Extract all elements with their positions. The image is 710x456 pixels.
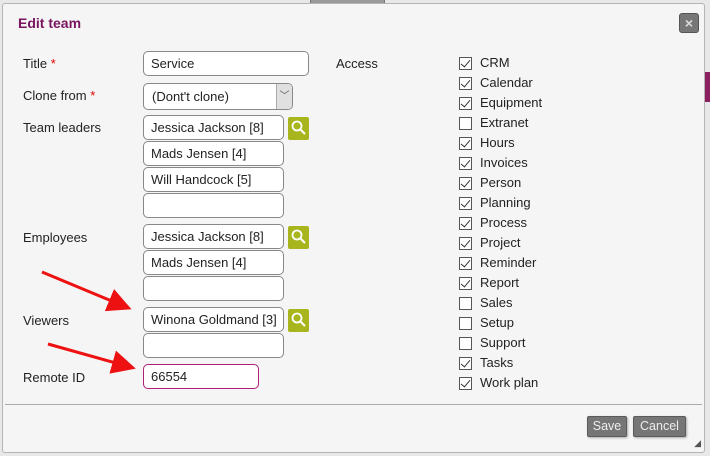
access-checkbox-label: Invoices	[480, 155, 528, 170]
access-checkbox-label: Setup	[480, 315, 514, 330]
access-checkbox-work-plan[interactable]	[459, 377, 472, 390]
cancel-button[interactable]: Cancel	[633, 416, 686, 437]
chevron-down-icon: ﹀	[276, 84, 292, 109]
access-checkbox-equipment[interactable]	[459, 97, 472, 110]
access-checkbox-tasks[interactable]	[459, 357, 472, 370]
access-checkbox-extranet[interactable]	[459, 117, 472, 130]
viewer-input[interactable]	[143, 333, 284, 358]
viewer-input[interactable]: Winona Goldmand [3]	[143, 307, 284, 332]
access-checkbox-process[interactable]	[459, 217, 472, 230]
footer-divider	[5, 404, 702, 405]
access-checkbox-report[interactable]	[459, 277, 472, 290]
team-leaders-label: Team leaders	[23, 120, 102, 135]
resize-handle-icon[interactable]: ◢	[694, 438, 701, 448]
background-band	[704, 72, 710, 102]
access-checkbox-setup[interactable]	[459, 317, 472, 330]
access-checkbox-label: Person	[480, 175, 522, 190]
team-leader-input[interactable]	[143, 193, 284, 218]
clone-from-label: Clone from *	[23, 88, 96, 103]
access-checkbox-label: Sales	[480, 295, 513, 310]
search-icon	[291, 229, 306, 244]
team-leader-input[interactable]: Mads Jensen [4]	[143, 141, 284, 166]
access-checkbox-invoices[interactable]	[459, 157, 472, 170]
employees-search-button[interactable]	[288, 226, 309, 249]
access-checkbox-hours[interactable]	[459, 137, 472, 150]
search-icon	[291, 120, 306, 135]
access-checkbox-crm[interactable]	[459, 57, 472, 70]
access-checkbox-label: Report	[480, 275, 520, 290]
access-checkbox-label: Equipment	[480, 95, 543, 110]
access-checkbox-label: Hours	[480, 135, 515, 150]
search-icon	[291, 312, 306, 327]
access-checkbox-label: Process	[480, 215, 527, 230]
access-checkbox-label: CRM	[480, 55, 510, 70]
access-checkbox-label: Planning	[480, 195, 531, 210]
access-checkbox-support[interactable]	[459, 337, 472, 350]
save-button[interactable]: Save	[587, 416, 627, 437]
access-checkbox-label: Extranet	[480, 115, 529, 130]
team-leader-input[interactable]: Will Handcock [5]	[143, 167, 284, 192]
access-checkbox-label: Reminder	[480, 255, 537, 270]
team-leaders-search-button[interactable]	[288, 117, 309, 140]
remote-id-input[interactable]: 66554	[143, 364, 259, 389]
title-input[interactable]: Service	[143, 51, 309, 76]
access-checkbox-reminder[interactable]	[459, 257, 472, 270]
access-checkbox-label: Calendar	[480, 75, 533, 90]
access-checkbox-label: Work plan	[480, 375, 539, 390]
access-checkbox-sales[interactable]	[459, 297, 472, 310]
edit-team-dialog: Edit team × Title * Service Clone from *…	[2, 3, 705, 453]
viewers-label: Viewers	[23, 313, 70, 328]
access-checkbox-label: Support	[480, 335, 526, 350]
clone-from-select[interactable]: (Dont't clone)﹀	[143, 83, 293, 110]
viewers-search-button[interactable]	[288, 309, 309, 332]
access-checkbox-project[interactable]	[459, 237, 472, 250]
access-checkbox-planning[interactable]	[459, 197, 472, 210]
access-checkbox-calendar[interactable]	[459, 77, 472, 90]
employee-input[interactable]	[143, 276, 284, 301]
access-label: Access	[336, 56, 378, 71]
employees-label: Employees	[23, 230, 88, 245]
access-checkbox-label: Tasks	[480, 355, 514, 370]
access-checkbox-label: Project	[480, 235, 521, 250]
employee-input[interactable]: Mads Jensen [4]	[143, 250, 284, 275]
access-checkbox-person[interactable]	[459, 177, 472, 190]
remote-id-label: Remote ID	[23, 370, 86, 385]
title-label: Title *	[23, 56, 56, 71]
employee-input[interactable]: Jessica Jackson [8]	[143, 224, 284, 249]
close-icon[interactable]: ×	[679, 13, 699, 33]
team-leader-input[interactable]: Jessica Jackson [8]	[143, 115, 284, 140]
dialog-title: Edit team	[18, 15, 82, 31]
